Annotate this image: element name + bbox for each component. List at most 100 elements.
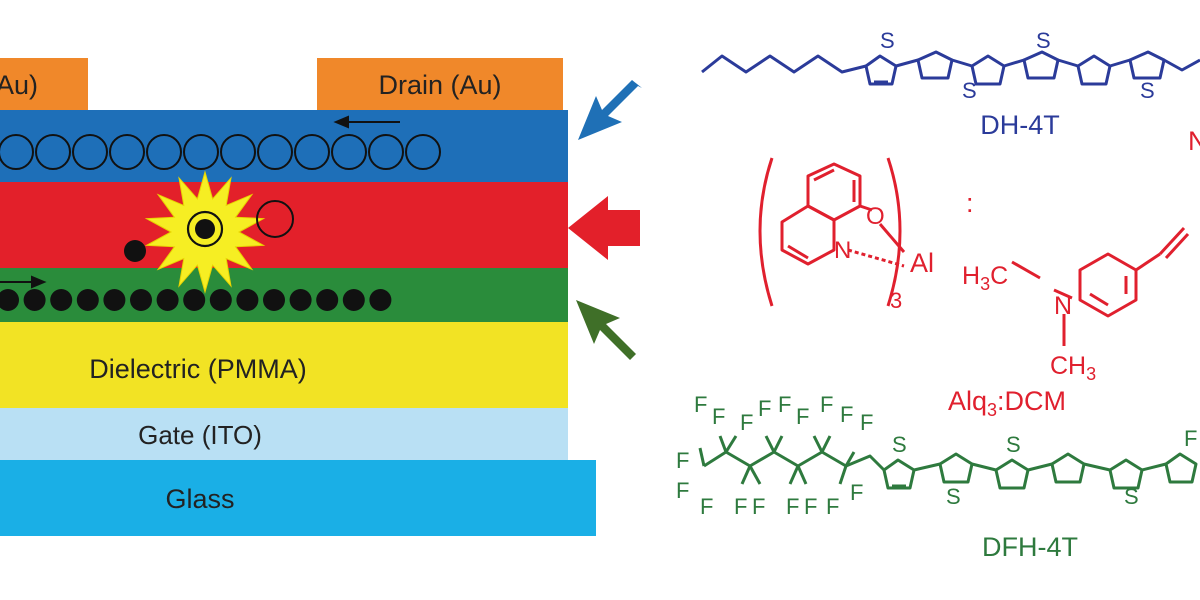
alq3-subscript: 3: [890, 288, 902, 313]
dfh4t-name: DFH-4T: [982, 532, 1078, 562]
electron-dot: [103, 289, 126, 311]
electron-drift-arrow: [0, 275, 47, 289]
electron-dot: [50, 289, 73, 311]
alq3-n: N: [834, 237, 851, 264]
dfh4t-f: F: [850, 480, 863, 505]
hole-circles: [0, 134, 441, 170]
alq3-molecule: [758, 157, 906, 307]
electron-dot: [342, 289, 365, 311]
dfh4t-f: F: [826, 494, 839, 519]
hole-circle: [405, 134, 441, 170]
electron-dot: [76, 289, 99, 311]
dfh4t-s-4: S: [1124, 484, 1139, 509]
glass-substrate: [0, 460, 596, 536]
glass-label: Glass: [165, 484, 234, 514]
dfh4t-sulfur-labels: S S S S: [892, 432, 1139, 509]
dielectric-label: Dielectric (PMMA): [89, 354, 307, 384]
dfh4t-f: F: [820, 392, 833, 417]
electron-dot: [130, 289, 152, 311]
dcm-h-sub: 3: [980, 274, 990, 294]
hole-circle: [72, 134, 108, 170]
gate-layer: [0, 408, 568, 460]
hole-circle: [220, 134, 256, 170]
dh4t-molecule: [701, 50, 1200, 86]
drain-label: Drain (Au): [378, 70, 501, 100]
red-pointer-arrow: [568, 196, 640, 260]
electron-dot: [289, 289, 312, 311]
electron-dot: [0, 289, 19, 311]
device-stack: Au) Drain (Au) Dielectric (PMMA) Gate (I…: [0, 58, 596, 536]
blend-alq: Alq: [948, 386, 987, 416]
dfh4t-s-1: S: [892, 432, 907, 457]
dh4t-name: DH-4T: [980, 110, 1060, 140]
alq3-dcm-colon: :: [966, 188, 974, 218]
dcm-ch3: CH3: [1050, 352, 1096, 384]
dfh4t-f: F: [758, 396, 771, 421]
hole-circle: [0, 134, 34, 170]
source-label: Au): [0, 70, 38, 100]
dfh4t-s-2: S: [946, 484, 961, 509]
green-pointer-arrow: [576, 300, 640, 360]
alq3-al: Al: [910, 248, 934, 278]
blend-label: Alq3:DCM: [948, 386, 1066, 420]
hole-drift-arrow: [333, 115, 400, 129]
dfh4t-f: F: [676, 478, 689, 503]
blend-dcm: :DCM: [997, 386, 1066, 416]
dh4t-s-1: S: [880, 28, 895, 53]
exciton-outer-ring: [186, 210, 224, 248]
dcm-molecule: [1011, 226, 1190, 346]
emissive-hole: [256, 200, 294, 238]
dh4t-s-3: S: [1036, 28, 1051, 53]
dfh4t-f: F: [840, 402, 853, 427]
blend-sub: 3: [987, 400, 997, 420]
electron-dot: [263, 289, 285, 311]
electron-dot: [236, 289, 259, 311]
dfh4t-f: F: [734, 494, 747, 519]
electron-dot: [183, 289, 206, 311]
dfh4t-f: F: [700, 494, 713, 519]
electron-dot: [316, 289, 339, 311]
electron-dot: [369, 289, 392, 311]
dfh4t-s-3: S: [1006, 432, 1021, 457]
electron-dot: [23, 289, 46, 311]
hole-circle: [331, 134, 367, 170]
dfh4t-f: F: [778, 392, 791, 417]
dh4t-s-4: S: [1140, 78, 1155, 103]
dfh4t-f: F: [860, 410, 873, 435]
dfh4t-f: F: [712, 404, 725, 429]
edge-label: N: [1188, 126, 1200, 156]
dcm-c: C: [990, 262, 1008, 290]
dfh4t-f: F: [740, 410, 753, 435]
dfh4t-f: F: [676, 448, 689, 473]
dfh4t-f: F: [752, 494, 765, 519]
dfh4t-f: F: [1184, 426, 1197, 451]
dcm-ch-sub: 3: [1086, 364, 1096, 384]
dfh4t-f: F: [786, 494, 799, 519]
dcm-n: N: [1054, 292, 1072, 320]
emissive-layer: [0, 182, 568, 268]
dcm-h: H: [962, 262, 980, 290]
electron-dot: [156, 289, 179, 311]
hole-circle: [183, 134, 219, 170]
dh4t-sulfur-labels: S S S S: [880, 28, 1155, 103]
hole-circle: [35, 134, 71, 170]
dcm-ch: CH: [1050, 352, 1086, 380]
dfh4t-f: F: [694, 392, 707, 417]
electron-dot: [209, 289, 232, 311]
dfh4t-f: F: [804, 494, 817, 519]
dh4t-s-2: S: [962, 78, 977, 103]
emissive-electron: [124, 240, 146, 262]
dielectric-layer: [0, 322, 568, 408]
hole-circle: [146, 134, 182, 170]
exciton-core: [195, 219, 215, 239]
hole-circle: [368, 134, 404, 170]
source-electrode: [0, 58, 88, 110]
gate-label: Gate (ITO): [138, 420, 262, 450]
dfh4t-f: F: [796, 404, 809, 429]
hole-circle: [294, 134, 330, 170]
hole-circle: [257, 134, 293, 170]
pointer-arrows: [568, 80, 642, 360]
dcm-h3c: H3C: [962, 262, 1008, 294]
